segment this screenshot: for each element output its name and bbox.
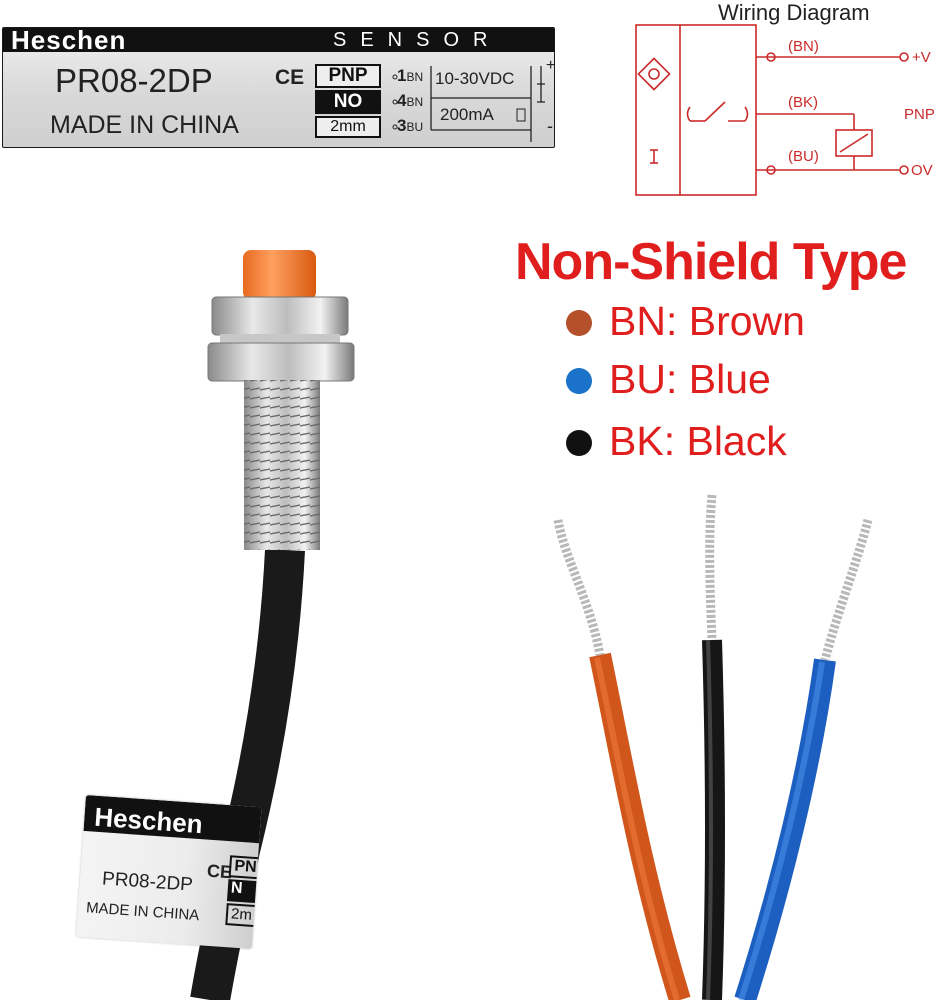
legend-label: BN: Brown [609, 298, 805, 344]
label-pin-1: 1BN [397, 66, 424, 85]
label-model: PR08-2DP [55, 62, 213, 99]
label-pin-4: 4BN [397, 91, 424, 110]
wiring-diagram-title: Wiring Diagram [718, 0, 870, 25]
label-plus: + [546, 57, 555, 74]
wires-illustration [553, 494, 873, 1000]
label-circuit-lines [392, 66, 545, 142]
sensor-illustration [190, 250, 355, 1000]
wiring-plus-v: +V [912, 49, 931, 66]
legend-label: BU: Blue [609, 356, 771, 402]
black-dot-icon [566, 430, 592, 456]
legend-label: BK: Black [609, 418, 787, 464]
feature-title: Non-Shield Type [515, 233, 907, 291]
wiring-type: PNP [904, 106, 935, 123]
product-label: Heschen SENSOR PR08-2DP MADE IN CHINA CE… [2, 27, 555, 148]
label-header-bar [3, 28, 554, 52]
wiring-zero-v: OV [911, 162, 933, 179]
label-minus: - [547, 116, 553, 136]
label-brand: Heschen [11, 27, 127, 55]
label-current: 200mA [440, 105, 494, 124]
sensor-cap [243, 250, 316, 300]
label-category: SENSOR [333, 29, 502, 51]
wiring-bn: (BN) [788, 38, 819, 55]
wiring-bu: (BU) [788, 148, 819, 165]
brown-dot-icon [566, 310, 592, 336]
label-output-type: PNP [315, 64, 381, 88]
blue-wire [734, 658, 836, 1000]
label-distance: 2mm [315, 116, 381, 138]
blue-dot-icon [566, 368, 592, 394]
ce-mark: CE [275, 66, 305, 89]
sleeve-brand: Heschen [93, 801, 204, 840]
label-origin: MADE IN CHINA [50, 111, 239, 139]
black-wire [702, 639, 725, 1000]
sleeve-model: PR08-2DP [101, 868, 194, 896]
wiring-diagram [635, 24, 909, 196]
wiring-bk: (BK) [788, 94, 818, 111]
sleeve-box-output: PN [228, 855, 262, 880]
sleeve-origin: MADE IN CHINA [85, 899, 200, 925]
cable-sleeve-label: Heschen PR08-2DP MADE IN CHINA CE PN N 2… [76, 795, 262, 949]
brown-wire [589, 652, 691, 1000]
label-pin-3: 3BU [397, 116, 424, 135]
label-contact: NO [315, 90, 381, 114]
label-voltage: 10-30VDC [435, 69, 515, 88]
